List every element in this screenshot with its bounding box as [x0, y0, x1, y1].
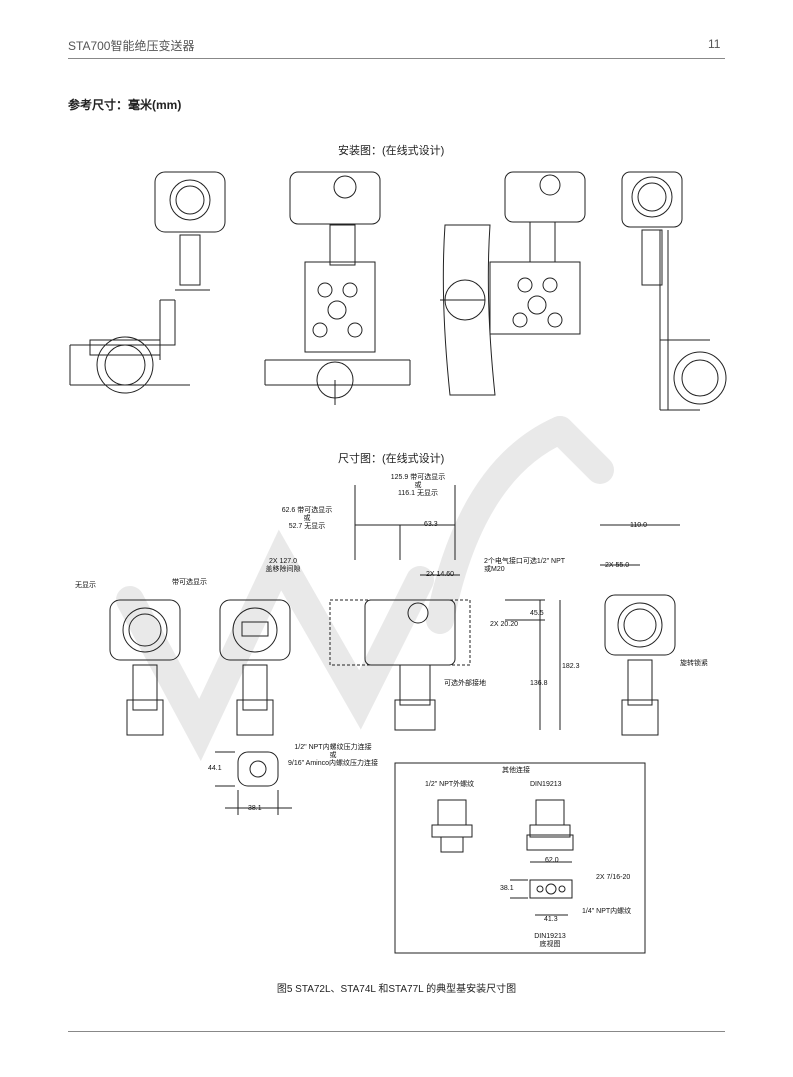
- install-title: 安装图：(在线式设计): [338, 145, 445, 157]
- dim-view-side: [329, 485, 561, 731]
- page-number: 11: [708, 37, 721, 51]
- other-connections-box: [394, 762, 646, 954]
- ground-note: 可选外部接地: [444, 680, 486, 687]
- dim-136-8: 136.8: [530, 680, 548, 687]
- label-no-display: 无显示: [75, 582, 96, 589]
- or-text: 或: [329, 752, 337, 759]
- other-connection-drawings: [431, 799, 574, 916]
- dim-41-3: 41.3: [544, 916, 558, 923]
- dim-20-20: 2X 20.20: [490, 621, 519, 628]
- dim-55: 2X 55.0: [605, 562, 630, 569]
- or-text: 或: [414, 482, 422, 489]
- npt-female-note: 1/4" NPT内螺纹: [582, 908, 632, 915]
- dim-45-5: 45.5: [530, 610, 544, 617]
- pressure-conn-text-1: 1/2" NPT内螺纹压力连接: [294, 744, 372, 751]
- figure-caption: 图5 STA72L、STA74L 和STA77L 的典型基安装尺寸图: [276, 984, 517, 995]
- dim-62-text: 62.6 带可选显示: [281, 507, 333, 514]
- dimension-title: 尺寸图：(在线式设计): [338, 453, 445, 465]
- or-text: 或: [303, 515, 311, 522]
- dim-38-1-din: 38.1: [500, 885, 514, 892]
- cover-clearance-text: 盖移除间隙: [265, 566, 301, 573]
- conduit-text: 2个电气接口可选1/2" NPT: [484, 558, 566, 565]
- dim-44-1: 44.1: [208, 765, 222, 772]
- install-view-3: [440, 171, 586, 396]
- dim-view-rear: [600, 524, 680, 736]
- install-view-4: [621, 171, 727, 411]
- header-title: STA700智能绝压变送器: [68, 39, 195, 53]
- install-view-1: [69, 171, 226, 394]
- pressure-connection-view: [215, 751, 292, 815]
- section-title: 参考尺寸：毫米(mm): [68, 98, 182, 112]
- din-label: DIN19213: [530, 781, 562, 788]
- dim-125-text: 125.9 带可选显示: [390, 474, 446, 481]
- rotation-lock-note: 旋转锁紧: [680, 660, 708, 667]
- pressure-conn-text-2: 9/16" Aminco内螺纹压力连接: [287, 760, 378, 767]
- npt-male-label: 1/2" NPT外螺纹: [425, 781, 475, 788]
- dim-view-no-display: [109, 599, 181, 736]
- conduit-text-2: 或M20: [484, 566, 505, 573]
- watermark: [116, 416, 614, 762]
- dim-110: 110.0: [630, 522, 647, 529]
- other-connections-title: 其他连接: [502, 767, 530, 774]
- dim-63-3: 63.3: [424, 521, 438, 528]
- label-with-display: 带可选显示: [172, 579, 207, 586]
- dim-view-with-display: [219, 599, 291, 736]
- dim-127-text: 2X 127.0: [268, 558, 298, 565]
- header-rule: [68, 58, 725, 59]
- dim-116-text: 116.1 无显示: [398, 490, 438, 497]
- dim-38-1: 38.1: [248, 805, 262, 812]
- dim-182-3: 182.3: [562, 663, 580, 670]
- holes-note: 2X 7/16-20: [596, 874, 631, 881]
- dim-52-text: 52.7 无显示: [288, 523, 326, 530]
- bottom-view-text: 底视图: [539, 941, 561, 948]
- dim-62-0: 62.0: [545, 857, 559, 864]
- install-view-2: [264, 171, 411, 405]
- dim-14-60: 2X 14.60: [426, 571, 455, 578]
- footer-rule: [68, 1031, 725, 1032]
- din-bottom-text: DIN19213: [534, 933, 566, 940]
